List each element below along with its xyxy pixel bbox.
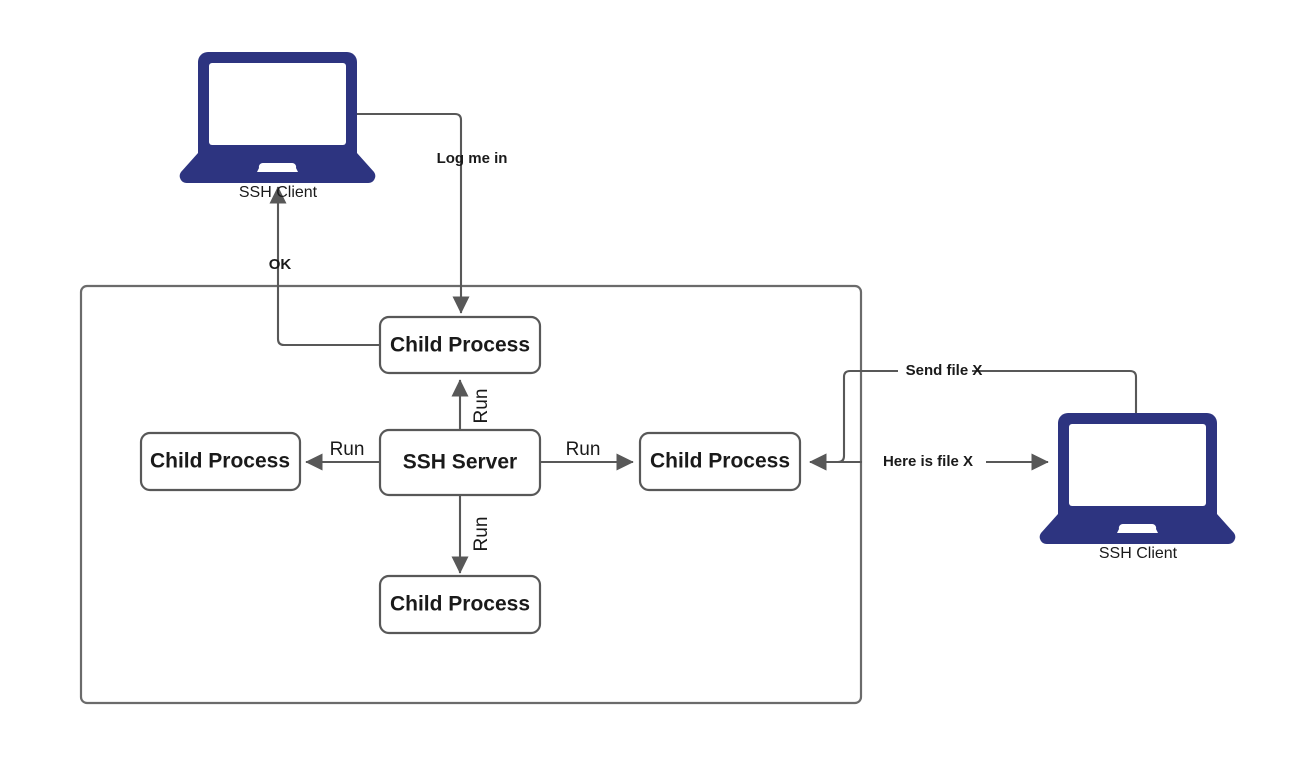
- device-ssh-client-top-caption: SSH Client: [239, 184, 318, 201]
- node-child-process-left-rect[interactable]: [139, 431, 302, 492]
- node-child-process-right-rect[interactable]: [638, 431, 802, 492]
- node-child-process-top[interactable]: Child Process: [378, 315, 542, 375]
- node-ssh-server-label: SSH Server: [403, 451, 517, 474]
- server-host-boundary: [79, 284, 863, 705]
- node-child-process-bottom-label: Child Process: [390, 593, 530, 616]
- node-child-process-right-label: Child Process: [650, 450, 790, 473]
- device-ssh-client-right[interactable]: SSH Client: [1039, 413, 1236, 562]
- edge-run-right: Run: [541, 439, 634, 471]
- edge-run-up-label: Run: [471, 389, 492, 424]
- edge-log-me-in-label: Log me in: [437, 150, 508, 167]
- edge-run-down-label: Run: [471, 517, 492, 552]
- node-child-process-bottom[interactable]: Child Process: [378, 574, 542, 635]
- edge-send-file-line-left: [809, 369, 898, 471]
- edge-run-down: Run: [451, 495, 492, 574]
- edge-log-me-in: Log me in: [355, 112, 508, 314]
- edge-ok-line: [269, 186, 379, 347]
- laptop-icon: [179, 52, 376, 184]
- edge-run-up: Run: [451, 379, 492, 430]
- laptop-screen-glass: [209, 63, 346, 145]
- edge-ok: OK: [269, 186, 379, 347]
- node-child-process-top-label: Child Process: [390, 334, 530, 357]
- node-child-process-right[interactable]: Child Process: [638, 431, 802, 492]
- device-ssh-client-top[interactable]: SSH Client: [179, 52, 376, 201]
- laptop-icon: [1039, 413, 1236, 545]
- node-ssh-server-rect[interactable]: [378, 428, 542, 497]
- laptop-screen-glass: [1069, 424, 1206, 506]
- laptop-trackpad-notch: [1117, 523, 1158, 533]
- node-ssh-server[interactable]: SSH Server: [378, 428, 542, 497]
- edge-here-is-file: Here is file X: [809, 453, 1049, 471]
- node-child-process-left-label: Child Process: [150, 450, 290, 473]
- node-child-process-top-rect[interactable]: [378, 315, 542, 375]
- edge-run-left: Run: [305, 439, 380, 471]
- edge-send-file-label: Send file X: [906, 362, 983, 379]
- device-ssh-client-right-caption: SSH Client: [1099, 545, 1178, 562]
- edge-send-file: Send file X: [809, 362, 1138, 471]
- edge-log-me-in-line: [355, 112, 470, 314]
- laptop-trackpad-notch: [257, 162, 298, 172]
- node-child-process-left[interactable]: Child Process: [139, 431, 302, 492]
- edge-send-file-line-right: [972, 369, 1138, 413]
- node-child-process-bottom-rect[interactable]: [378, 574, 542, 635]
- edge-run-left-label: Run: [330, 439, 365, 460]
- edge-run-right-label: Run: [566, 439, 601, 460]
- edge-ok-label: OK: [269, 256, 292, 273]
- edge-here-is-file-label: Here is file X: [883, 453, 973, 470]
